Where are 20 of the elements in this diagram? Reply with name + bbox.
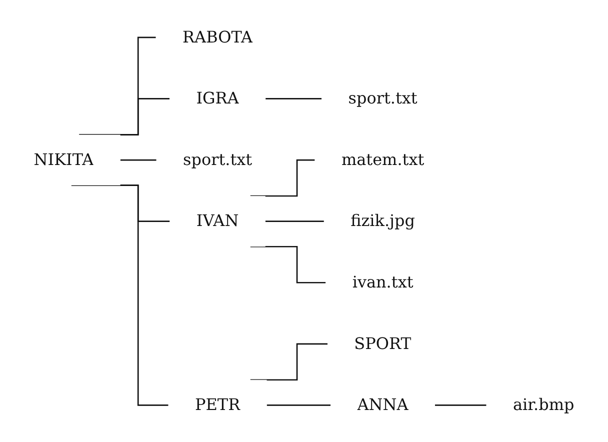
node-text: matem.txt <box>341 150 424 170</box>
connector <box>265 220 325 222</box>
node-text: sport.txt <box>183 150 252 170</box>
connector <box>120 159 158 160</box>
connector <box>435 404 487 406</box>
node-text: fizik.jpg <box>350 212 416 230</box>
node-text: ivan.txt <box>352 272 414 292</box>
node-text: RABOTA <box>182 28 253 46</box>
node-text: air.bmp <box>512 396 574 414</box>
connector <box>250 342 328 380</box>
connector <box>266 404 332 406</box>
connector <box>250 246 326 283</box>
node-text: sport.txt <box>348 89 418 108</box>
node-text: ANNA <box>357 396 408 414</box>
node-text: IGRA <box>196 89 239 108</box>
connector <box>250 159 316 196</box>
connector <box>266 98 322 100</box>
node-text: SPORT <box>354 334 412 353</box>
connector <box>71 184 169 406</box>
node-text: PETR <box>194 396 240 414</box>
